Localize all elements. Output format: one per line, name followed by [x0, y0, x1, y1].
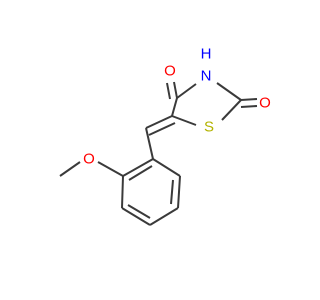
oxygen-label-top: O	[164, 63, 176, 80]
bond-ar3-ar4	[149, 207, 179, 226]
nitrogen-label: N	[201, 68, 212, 85]
bond-aromatic-inner-3	[128, 165, 153, 181]
molecule-structure: O N H O S O	[59, 46, 271, 226]
bond-ar6-ar1	[122, 158, 154, 177]
bond-c5-c4	[171, 97, 178, 117]
bond-ar4-ar5	[121, 207, 151, 226]
bond-o-methyl	[59, 161, 81, 177]
bond-c2-o-double-a	[240, 98, 258, 101]
bond-c4-o-double-b	[166, 82, 171, 100]
bond-c5-methine-b	[148, 122, 176, 136]
sulfur-label: S	[204, 119, 214, 136]
bond-c4-o-double-a	[173, 81, 178, 99]
bond-s1-c5	[171, 115, 197, 126]
oxygen-label-right: O	[259, 95, 271, 112]
bond-aromatic-inner-1	[170, 179, 174, 205]
bond-ar2-ar3	[177, 175, 181, 209]
bond-c4-n3	[176, 83, 197, 99]
bond-c2-o-double-b	[240, 105, 258, 108]
bond-ar1-ar2	[152, 158, 181, 177]
bond-aryl-o-methoxy	[97, 161, 124, 177]
nitrogen-hydrogen-label: H	[201, 46, 212, 63]
bond-ar5-ar6	[121, 175, 124, 209]
bond-n3-c2	[216, 82, 242, 101]
bond-c2-s1	[221, 99, 242, 121]
bond-aromatic-inner-2	[127, 204, 151, 219]
bond-methine-aryl	[145, 127, 154, 160]
oxygen-label-methoxy: O	[83, 151, 95, 168]
bond-c5-methine-a	[145, 115, 173, 129]
